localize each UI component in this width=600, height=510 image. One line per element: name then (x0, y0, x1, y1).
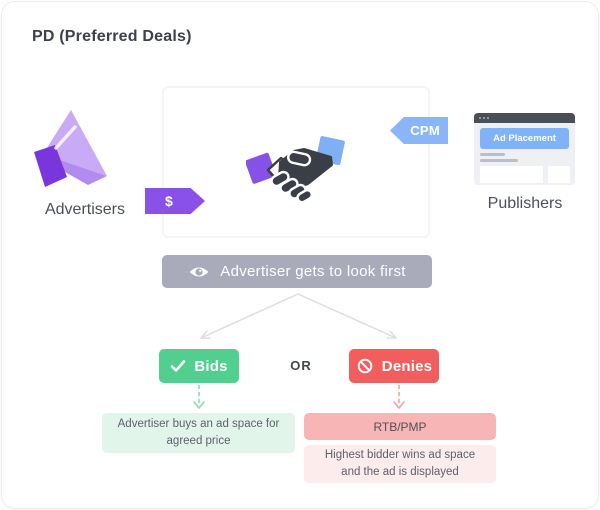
or-label: OR (290, 358, 312, 373)
advertisers-label: Advertisers (44, 201, 126, 218)
denies-arrow-icon (393, 385, 405, 409)
ad-placement-button: Ad Placement (480, 128, 569, 149)
check-icon (171, 360, 186, 372)
window-dot-icon (483, 117, 485, 119)
price-tag-label: $ (165, 193, 173, 209)
handshake-icon (246, 136, 345, 204)
content-placeholder (548, 166, 570, 183)
advertisers-megaphone-icon (34, 110, 107, 187)
split-arrow (200, 293, 397, 339)
look-first-badge: Advertiser gets to look first (162, 255, 432, 288)
denies-button: Denies (349, 349, 439, 383)
look-first-text: Advertiser gets to look first (220, 263, 406, 280)
bids-label: Bids (194, 357, 228, 375)
eye-icon (189, 267, 209, 276)
cpm-tag-label: CPM (410, 123, 440, 138)
denies-outcome-box: Highest bidder wins ad space and the ad … (304, 445, 496, 483)
text-line-placeholder (480, 153, 505, 156)
text-line-placeholder (480, 159, 518, 162)
page-title: PD (Preferred Deals) (32, 28, 192, 45)
denies-label: Denies (381, 357, 433, 375)
ban-icon (357, 358, 373, 374)
bids-button: Bids (159, 349, 239, 383)
bids-outcome-box: Advertiser buys an ad space for agreed p… (102, 413, 295, 453)
rtb-pmp-box: RTB/PMP (304, 413, 496, 440)
cpm-tag: CPM (390, 117, 448, 144)
publisher-window-icon: Ad Placement (474, 113, 575, 185)
content-placeholder (480, 166, 543, 183)
window-dot-icon (479, 117, 481, 119)
price-tag: $ (145, 188, 205, 214)
window-dot-icon (487, 117, 489, 119)
bids-arrow-icon (193, 385, 205, 409)
publishers-label: Publishers (487, 195, 563, 212)
browser-titlebar (474, 113, 575, 123)
